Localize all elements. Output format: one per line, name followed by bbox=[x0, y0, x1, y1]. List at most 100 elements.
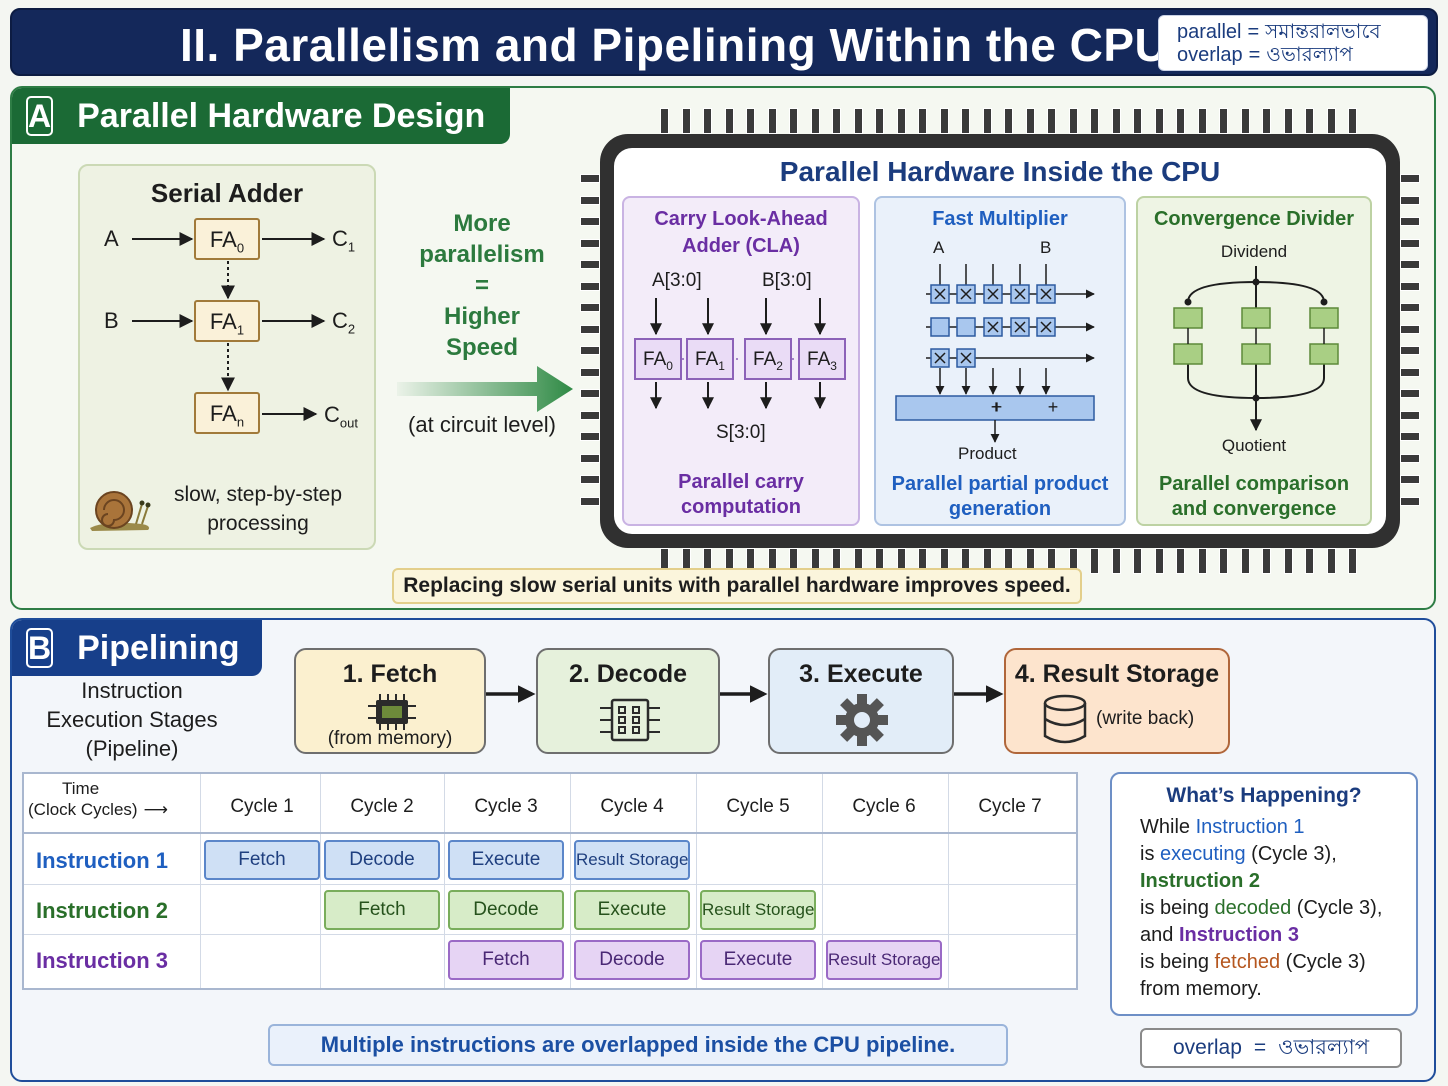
chip-pin bbox=[1176, 108, 1185, 134]
chip-pin bbox=[1326, 108, 1336, 134]
plus-sign: + bbox=[990, 397, 1002, 417]
chip-pin bbox=[1400, 410, 1420, 420]
section-a-note: Replacing slow serial units with paralle… bbox=[392, 568, 1082, 604]
chip-pin bbox=[1240, 548, 1250, 574]
cla-full-adder-2: FA2 bbox=[744, 338, 792, 380]
multiply-mark bbox=[960, 288, 972, 300]
chip-pin bbox=[1400, 238, 1420, 248]
cpu-chip: Parallel Hardware Inside the CPU Carry L… bbox=[580, 108, 1420, 574]
multiply-mark bbox=[1014, 321, 1026, 333]
stage-fetch: 1. Fetch (from memory) bbox=[294, 648, 486, 754]
pipeline-cell: Result Storage bbox=[700, 890, 816, 930]
section-parallel-hardware: A Parallel Hardware Design Serial Adder … bbox=[10, 86, 1436, 610]
cycle-header: Cycle 5 bbox=[726, 796, 790, 817]
cycle-header: Cycle 7 bbox=[978, 796, 1042, 817]
divider-output: Quotient bbox=[1221, 436, 1287, 455]
circuit-level-caption: (at circuit level) bbox=[408, 412, 556, 437]
whats-happening-title: What’s Happening? bbox=[1166, 784, 1362, 807]
chip-pin bbox=[1400, 174, 1420, 183]
stage-result-storage: 4. Result Storage (write back) bbox=[1004, 648, 1230, 754]
divider-footer-line1: Parallel comparison bbox=[1158, 473, 1350, 495]
chip-pin bbox=[1400, 496, 1420, 506]
multiply-mark bbox=[934, 352, 946, 364]
decoder-icon bbox=[600, 698, 660, 742]
chip-pin bbox=[1219, 548, 1228, 574]
cla-panel: Carry Look-Ahead Adder (CLA) A[3:0] B[3:… bbox=[622, 196, 860, 526]
plus-sign: + bbox=[1047, 397, 1059, 417]
pipeline-cell: Execute bbox=[448, 840, 564, 880]
chip-pin bbox=[1004, 108, 1013, 134]
multiplier-cell bbox=[956, 317, 976, 337]
chip-title: Parallel Hardware Inside the CPU bbox=[779, 156, 1221, 187]
chip-pin bbox=[1154, 548, 1164, 574]
cla-footer-line2: computation bbox=[681, 496, 801, 518]
chip-pin bbox=[580, 174, 600, 183]
section-a-letter: A bbox=[26, 96, 54, 136]
glossary-equals: = bbox=[1247, 21, 1260, 43]
chip-pin bbox=[1133, 108, 1142, 134]
chip-pin bbox=[703, 108, 712, 134]
stage-execute: 3. Execute bbox=[768, 648, 954, 754]
pipeline-cell: Result Storage bbox=[826, 940, 942, 980]
cla-title-line2: Adder (CLA) bbox=[682, 235, 800, 257]
divider-panel: Convergence Divider Dividend bbox=[1136, 196, 1372, 526]
chip-pin bbox=[832, 108, 841, 134]
glossary-row-overlap: overlap=ওভারল্যাপ bbox=[1177, 44, 1409, 67]
cla-footer-line1: Parallel carry bbox=[678, 471, 804, 493]
stages-label: Instruction Execution Stages (Pipeline) bbox=[32, 676, 232, 763]
chip-pin bbox=[1400, 432, 1420, 441]
chip-pin bbox=[1400, 324, 1420, 334]
chip-pin bbox=[580, 281, 600, 291]
chip-pin bbox=[1262, 548, 1271, 574]
chip-pin bbox=[982, 108, 992, 134]
multiplier-footer: Parallel partial product generation bbox=[876, 472, 1124, 522]
instruction-label: Instruction 1 bbox=[36, 848, 169, 873]
multiplier-array bbox=[895, 264, 1095, 443]
cycle-header: Cycle 1 bbox=[230, 796, 294, 817]
chip-pin bbox=[580, 475, 600, 484]
happening-line: While Instruction 1 bbox=[1140, 816, 1305, 838]
plus-sign: + bbox=[991, 397, 1003, 417]
table-column-divider bbox=[696, 774, 697, 988]
pipeline-cell: Decode bbox=[448, 890, 564, 930]
multiplier-output: Product bbox=[958, 444, 1017, 463]
pipeline-cell: Fetch bbox=[324, 890, 440, 930]
chip-pin bbox=[1348, 108, 1357, 134]
chip-pin bbox=[580, 324, 600, 334]
chip-icon bbox=[368, 694, 416, 730]
serial-note-line2: processing bbox=[207, 512, 309, 535]
overlap-glossary: overlap=ওভারল্যাপ bbox=[1140, 1028, 1402, 1068]
chip-pin bbox=[681, 108, 691, 134]
chip-pin bbox=[580, 410, 600, 420]
chip-pin bbox=[580, 453, 600, 463]
multiply-mark bbox=[960, 352, 972, 364]
carry-out-2: C2 bbox=[332, 308, 356, 337]
stages-label-line3: (Pipeline) bbox=[85, 736, 179, 761]
cla-input-a: A[3:0] bbox=[652, 270, 702, 291]
chip-pin bbox=[1047, 108, 1056, 134]
caption-line: Speed bbox=[445, 334, 519, 361]
stage-title: 3. Execute bbox=[799, 660, 923, 688]
section-a-title: Parallel Hardware Design bbox=[77, 96, 486, 135]
cla-full-adder-3: FA3 bbox=[798, 338, 846, 380]
cycle-header: Cycle 2 bbox=[350, 796, 414, 817]
cla-full-adder-0: FA0 bbox=[634, 338, 682, 380]
chip-pin bbox=[580, 346, 600, 355]
stage-subtitle: (write back) bbox=[1096, 708, 1195, 729]
table-column-divider bbox=[822, 774, 823, 988]
serial-adder-title: Serial Adder bbox=[150, 178, 304, 208]
serial-input-a: A bbox=[104, 226, 119, 251]
multiply-mark bbox=[934, 288, 946, 300]
multiply-mark bbox=[1040, 321, 1052, 333]
table-row-divider bbox=[24, 934, 1076, 935]
chip-pin bbox=[810, 108, 820, 134]
chip-pin bbox=[1400, 389, 1420, 398]
happening-line: from memory. bbox=[1140, 978, 1262, 1000]
cycle-header: Cycle 4 bbox=[600, 796, 664, 817]
chip-pin bbox=[1348, 548, 1357, 574]
happening-line: is being decoded (Cycle 3), bbox=[1140, 897, 1383, 919]
chip-pin bbox=[724, 108, 734, 134]
chip-pin bbox=[1326, 548, 1336, 574]
stage-decode: 2. Decode bbox=[536, 648, 720, 754]
glossary-translation: ওভারল্যাপ bbox=[1266, 44, 1353, 66]
